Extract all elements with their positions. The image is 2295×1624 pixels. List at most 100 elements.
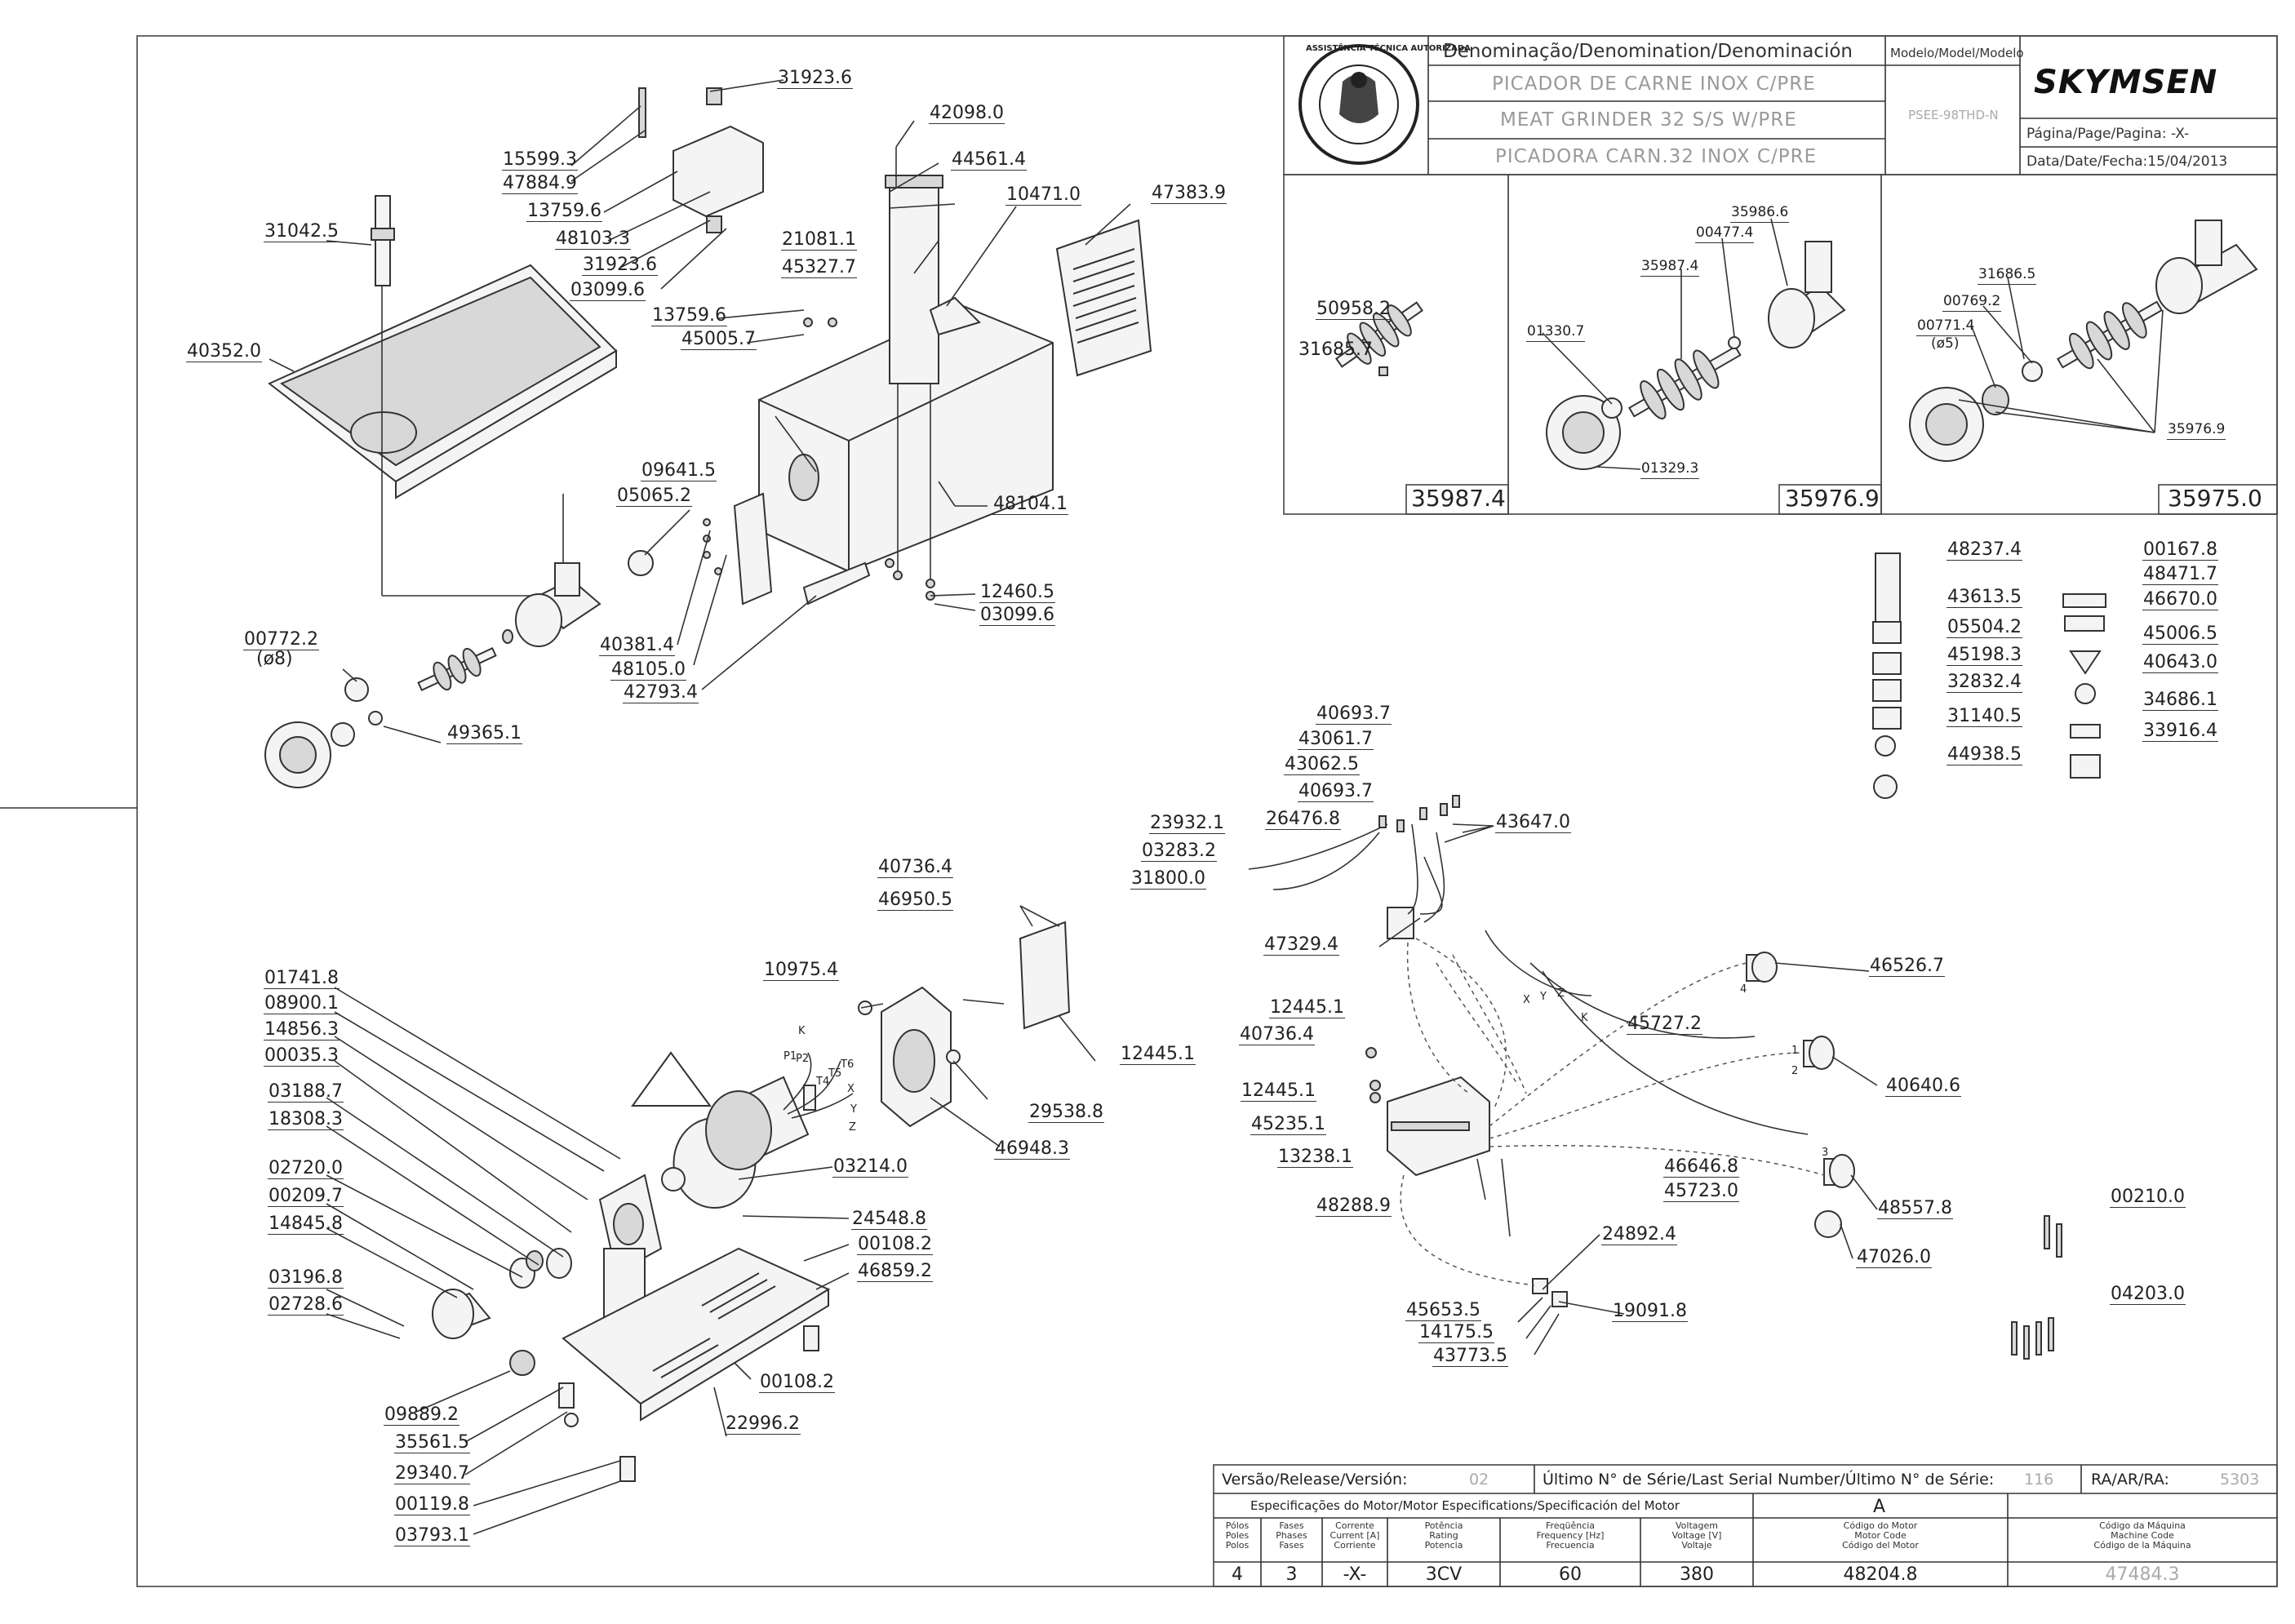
part-label: 02720.0: [268, 1158, 344, 1179]
part-label: 05065.2: [616, 486, 692, 507]
part-label: 32832.4: [1947, 672, 2022, 693]
part-label: 05504.2: [1947, 617, 2022, 638]
part-label: 24548.8: [851, 1209, 927, 1230]
part-label: 00210.0: [2110, 1187, 2186, 1208]
part-label: 45727.2: [1627, 1014, 1702, 1035]
wire-mark: Z: [1557, 987, 1565, 1000]
part-label: 00477.4: [1695, 224, 1755, 243]
part-label: 26476.8: [1265, 809, 1341, 830]
authorized-service-seal: [1298, 44, 1419, 165]
spec-col-label: Código do Motor Motor Code Código del Mo…: [1842, 1520, 1919, 1551]
part-label: 03793.1: [394, 1525, 470, 1546]
part-label: 29340.7: [394, 1463, 470, 1484]
part-label: 04203.0: [2110, 1284, 2186, 1305]
part-label: 47884.9: [502, 173, 578, 194]
part-label: 09889.2: [384, 1404, 459, 1426]
wire-mark: Y: [850, 1103, 857, 1116]
serial-value: 116: [2024, 1471, 2054, 1489]
part-label: 48557.8: [1877, 1198, 1953, 1219]
serial-label: Último N° de Série/Last Serial Number/Úl…: [1543, 1471, 1995, 1489]
electrical-wiring: [1248, 795, 2062, 1360]
part-label: 40736.4: [1239, 1024, 1315, 1045]
part-label: 03099.6: [979, 605, 1055, 626]
part-label: 48105.0: [610, 659, 686, 681]
motor-spec-header: Especificações do Motor/Motor Especifica…: [1250, 1498, 1680, 1513]
spec-col-label: Voltagem Voltage [V] Voltaje: [1671, 1520, 1722, 1551]
part-label: 12445.1: [1269, 997, 1345, 1018]
part-label: 35976.9: [2167, 420, 2226, 440]
part-label: 35986.6: [1730, 203, 1790, 223]
part-label: 10975.4: [763, 960, 839, 981]
part-label: 50958.2: [1316, 299, 1392, 320]
motor-variant: A: [1873, 1497, 1886, 1517]
part-label: 46670.0: [2142, 589, 2218, 610]
part-label: 13759.6: [651, 305, 727, 326]
part-label: 46646.8: [1663, 1156, 1739, 1178]
part-label: 18308.3: [268, 1109, 344, 1130]
spec-voltage-value: 380: [1680, 1564, 1714, 1585]
spec-col-label: Potência Rating Potencia: [1424, 1520, 1463, 1551]
part-label: 31140.5: [1947, 706, 2022, 727]
part-label: 31923.6: [582, 255, 658, 276]
part-label: 08900.1: [264, 993, 340, 1014]
part-label: 01330.7: [1526, 322, 1586, 342]
wire-mark: T5: [828, 1067, 842, 1080]
detail-box-3-code: 35975.0: [2168, 485, 2262, 512]
part-label: 00119.8: [394, 1494, 470, 1515]
part-label: 33916.4: [2142, 721, 2218, 742]
part-label: 03283.2: [1141, 841, 1217, 862]
spec-table-grid: [1213, 1464, 2278, 1587]
model-header: Modelo/Model/Modelo: [1890, 46, 2024, 60]
skymsen-logo: SKYMSEN: [2034, 64, 2218, 101]
name-pt: PICADOR DE CARNE INOX C/PRE: [1492, 73, 1816, 95]
part-label: 00769.2: [1942, 292, 2002, 312]
part-label: 09641.5: [641, 460, 717, 481]
part-label: 00772.2: [243, 629, 319, 650]
part-label: 01741.8: [264, 968, 340, 989]
page-label: Página/Page/Pagina: -X-: [2026, 126, 2190, 142]
ra-value: 5303: [2220, 1471, 2260, 1489]
wire-mark: P1: [783, 1050, 797, 1063]
spec-col-label: Corrente Current [A] Corriente: [1330, 1520, 1380, 1551]
part-label: 03188.7: [268, 1081, 344, 1103]
part-label: 01329.3: [1640, 459, 1700, 479]
part-label: 43613.5: [1947, 587, 2022, 608]
wire-mark: T4: [816, 1076, 830, 1088]
part-label: 00771.4: [1916, 317, 1976, 336]
part-label: 31042.5: [264, 221, 340, 242]
part-label: 31800.0: [1130, 868, 1206, 890]
part-label: 40640.6: [1885, 1076, 1961, 1097]
part-label: 14856.3: [264, 1019, 340, 1041]
wire-mark: P2: [796, 1053, 810, 1065]
part-label: 45653.5: [1405, 1300, 1481, 1321]
wire-mark: T6: [841, 1058, 855, 1071]
part-label: 13238.1: [1277, 1147, 1353, 1168]
part-label: 02728.6: [268, 1294, 344, 1316]
part-label: 43062.5: [1284, 754, 1360, 775]
part-label: 19091.8: [1612, 1301, 1688, 1322]
part-label: 15599.3: [502, 149, 578, 171]
part-label: 42098.0: [929, 103, 1005, 124]
part-label: 03196.8: [268, 1267, 344, 1289]
motor-and-base: [432, 921, 1071, 1482]
part-label: 42793.4: [623, 682, 699, 703]
wire-mark: 3: [1822, 1147, 1829, 1159]
part-label: 47026.0: [1856, 1247, 1932, 1268]
wire-mark: X: [847, 1083, 855, 1095]
wire-mark: X: [1523, 994, 1530, 1006]
version-value: 02: [1469, 1471, 1489, 1489]
part-label: 35987.4: [1640, 257, 1700, 277]
part-label: 49365.1: [446, 723, 522, 744]
part-label: 29538.8: [1028, 1102, 1104, 1123]
wire-mark: 4: [1740, 983, 1747, 996]
part-label: 03214.0: [832, 1156, 908, 1178]
wire-mark: K: [1581, 1012, 1588, 1024]
part-label: (ø5): [1931, 335, 1960, 352]
spec-current-value: -X-: [1343, 1564, 1367, 1585]
detail-box-2-code: 35976.9: [1785, 485, 1880, 512]
part-label: 45327.7: [781, 257, 857, 278]
part-label: 12445.1: [1120, 1044, 1196, 1065]
name-en: MEAT GRINDER 32 S/S W/PRE: [1500, 109, 1797, 131]
wire-mark: K: [798, 1025, 806, 1037]
